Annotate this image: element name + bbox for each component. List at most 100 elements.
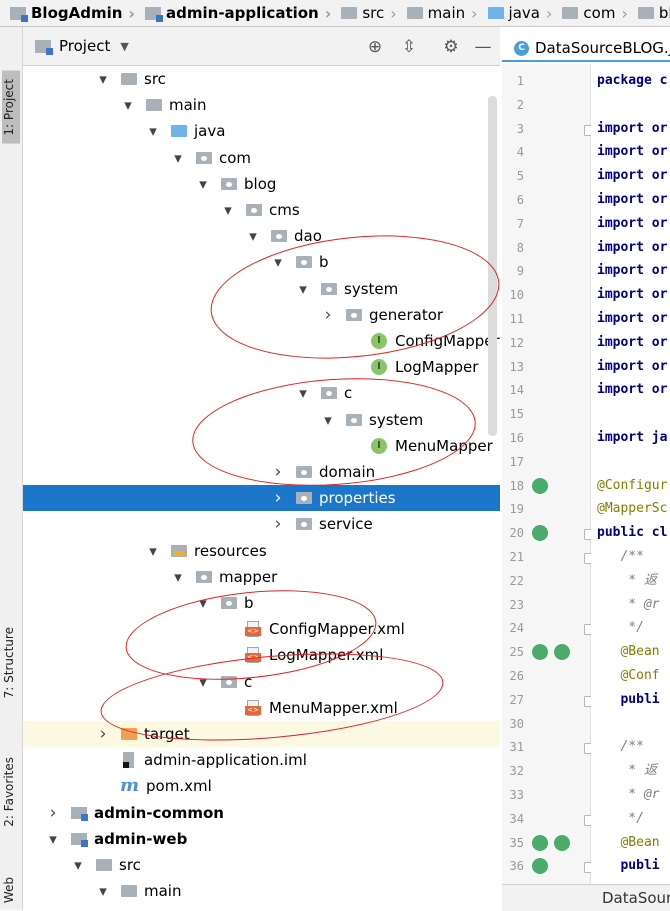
chevron-down-icon[interactable]: ▾ [199, 672, 207, 691]
tree-item[interactable]: ▾system [23, 276, 500, 302]
breadcrumb-item[interactable]: src› [339, 4, 404, 23]
chevron-down-icon[interactable]: ▾ [49, 829, 57, 848]
tab-structure[interactable]: 7: Structure [2, 627, 16, 699]
tree-item[interactable]: ▾c [23, 380, 500, 406]
bean-icon[interactable] [554, 834, 570, 851]
chevron-down-icon[interactable]: ▾ [99, 882, 107, 901]
collapse-all-icon[interactable]: ⇳ [401, 37, 417, 57]
tree-item-label: LogMapper.xml [269, 646, 384, 665]
tree-item[interactable]: ›target [23, 721, 500, 747]
tree-item[interactable]: ›admin-common [23, 800, 500, 826]
tree-item[interactable]: ▾system [23, 407, 500, 433]
tree-item[interactable]: ▾cms [23, 197, 500, 223]
tree-item[interactable]: ▾b [23, 249, 500, 275]
tree-item[interactable]: ▾main [23, 92, 500, 118]
tree-item-label: generator [369, 305, 444, 324]
tree-item-label: blog [244, 174, 277, 193]
breadcrumb-item[interactable]: blog› [636, 4, 670, 23]
line-number: 19 [509, 502, 524, 517]
chevron-down-icon[interactable]: ▾ [299, 279, 307, 298]
bean-icon[interactable] [532, 644, 548, 661]
chevron-down-icon[interactable]: ▾ [99, 70, 107, 88]
project-view-selector[interactable]: Project ▼ [35, 37, 129, 55]
chevron-down-icon[interactable]: ▾ [124, 96, 132, 115]
tree-item[interactable]: ▾c [23, 669, 500, 695]
tree-item[interactable]: admin-application.iml [23, 747, 500, 773]
breadcrumb-item[interactable]: java› [486, 4, 561, 23]
breadcrumb-item[interactable]: BlogAdmin› [8, 4, 143, 23]
breadcrumb-item[interactable]: admin-application› [143, 4, 339, 23]
chevron-down-icon[interactable]: ▾ [174, 148, 182, 167]
tree-item[interactable]: ›properties [23, 485, 500, 512]
tree-item[interactable]: ›service [23, 511, 500, 537]
tree-item[interactable]: MenuMapper.xml [23, 695, 500, 721]
chevron-down-icon[interactable]: ▾ [324, 410, 332, 429]
chevron-down-icon[interactable]: ▾ [299, 384, 307, 403]
locate-icon[interactable]: ⊕ [367, 37, 383, 57]
line-number: 5 [516, 169, 524, 184]
chevron-down-icon[interactable]: ▾ [249, 227, 257, 246]
breadcrumb-item[interactable]: main› [405, 4, 486, 23]
line-number: 17 [509, 454, 524, 469]
chevron-right-icon[interactable]: › [324, 304, 332, 325]
tree-item[interactable]: ▾src [23, 852, 500, 878]
editor-tab[interactable]: C DataSourceBLOG.ja [502, 35, 670, 62]
chevron-right-icon[interactable]: › [274, 488, 282, 509]
bean-icon[interactable] [532, 858, 548, 875]
chevron-down-icon[interactable]: ▾ [199, 174, 207, 193]
line-number: 20 [509, 526, 524, 541]
bean-icon[interactable] [532, 834, 548, 851]
tab-favorites[interactable]: 2: Favorites [2, 757, 16, 827]
hide-icon[interactable]: — [474, 37, 492, 57]
tree-item[interactable]: ▾com [23, 145, 500, 171]
tree-item-label: src [144, 70, 166, 88]
tree-item[interactable]: ▾dao [23, 223, 500, 249]
chevron-down-icon[interactable]: ▾ [149, 122, 157, 141]
project-tree[interactable]: ▾src▾main▾java▾com▾blog▾cms▾dao▾b▾system… [23, 66, 500, 910]
chevron-right-icon[interactable]: › [99, 724, 107, 744]
chevron-down-icon[interactable]: ▾ [174, 567, 182, 586]
chevron-down-icon[interactable]: ▾ [199, 594, 207, 612]
package-icon [345, 307, 363, 323]
code-line: import or [597, 192, 668, 207]
tree-scrollbar[interactable] [488, 96, 497, 436]
chevron-down-icon[interactable]: ▾ [149, 541, 157, 560]
package-icon [295, 254, 313, 270]
tree-item[interactable]: ›domain [23, 459, 500, 485]
tree-item[interactable]: ▾ src [23, 66, 500, 92]
tree-item[interactable]: ▾mapper [23, 564, 500, 590]
gear-icon[interactable]: ⚙ [443, 37, 459, 57]
tab-project[interactable]: 1: Project [2, 71, 20, 144]
package-icon [320, 385, 338, 401]
package-icon [220, 176, 238, 192]
tree-item-label: LogMapper [395, 358, 479, 377]
tree-item[interactable]: LogMapper.xml [23, 642, 500, 668]
bean-icon[interactable] [532, 525, 548, 542]
chevron-down-icon[interactable]: ▾ [224, 201, 232, 219]
tree-item[interactable]: ▾admin-web [23, 826, 500, 852]
chevron-right-icon[interactable]: › [274, 462, 282, 482]
tree-item[interactable]: ▾java [23, 118, 500, 144]
chevron-down-icon[interactable]: ▾ [274, 253, 282, 272]
line-number: 21 [509, 550, 524, 564]
breadcrumb-item[interactable]: com› [560, 4, 635, 23]
chevron-down-icon[interactable]: ▾ [74, 856, 82, 874]
code-line: publi [597, 691, 660, 707]
package-icon [195, 569, 213, 585]
tree-item[interactable]: ConfigMapper.xml [23, 616, 500, 642]
tree-item[interactable]: ▾resources [23, 538, 500, 564]
tab-web[interactable]: Web [2, 877, 16, 904]
chevron-right-icon[interactable]: › [49, 802, 57, 823]
tree-item[interactable]: ▾main [23, 878, 500, 904]
tree-item[interactable]: ▾b [23, 590, 500, 616]
tree-item[interactable]: ▾ blog [23, 171, 500, 197]
chevron-right-icon[interactable]: › [274, 514, 282, 535]
bean-icon[interactable] [532, 477, 548, 494]
bean-icon[interactable] [554, 644, 570, 661]
tree-item[interactable]: › generator [23, 302, 500, 328]
